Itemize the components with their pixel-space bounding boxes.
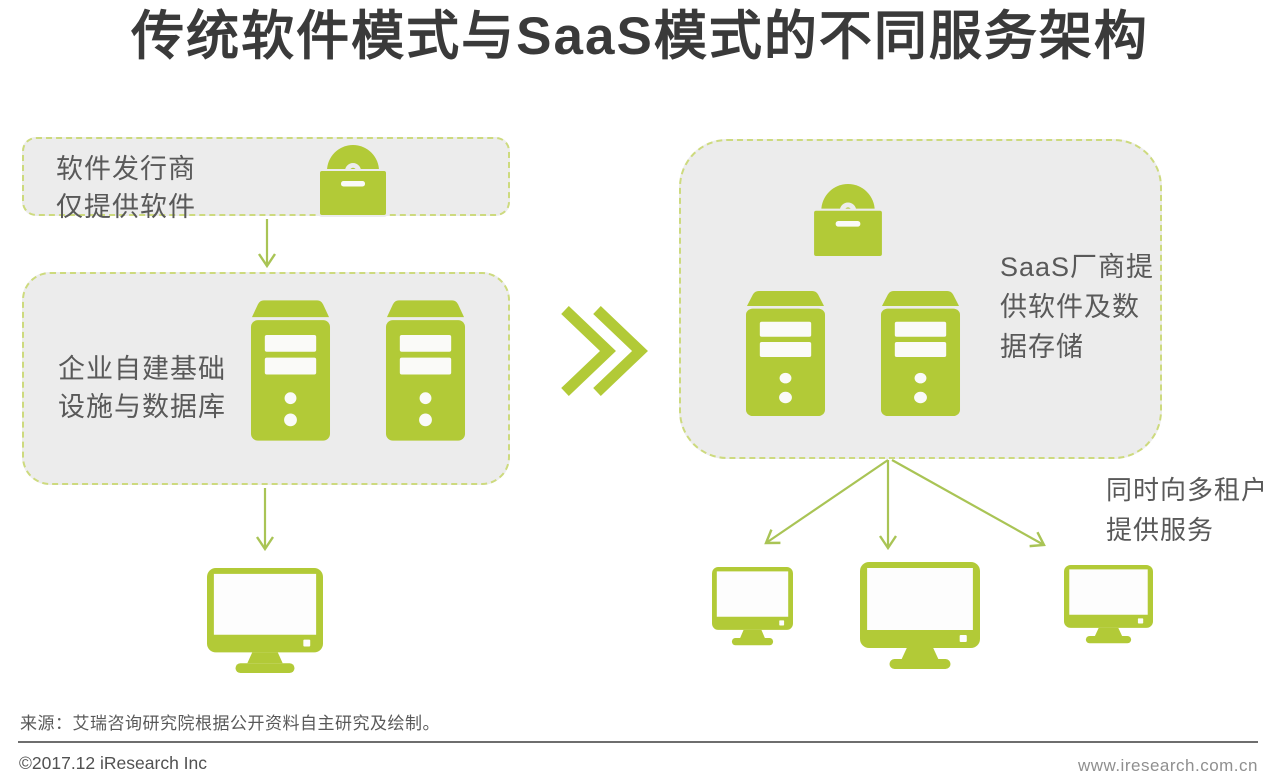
multi-tenant-note: 同时向多租户 提供服务 — [1106, 475, 1269, 545]
saas-box-label: SaaS厂商提 供软件及数 据存储 — [1000, 252, 1155, 362]
tenant-monitor-icon — [712, 567, 793, 646]
tenant-monitor-icon — [860, 562, 980, 670]
saas-provider-box: SaaS厂商提 供软件及数 据存储 — [679, 139, 1162, 459]
chevron-transition-icon — [561, 306, 648, 396]
client-monitor-icon — [207, 568, 323, 674]
arrow-saas-to-tenant-left — [764, 459, 889, 545]
tenant-monitor-icon — [1064, 565, 1153, 644]
enterprise-box-label: 企业自建基础 设施与数据库 — [58, 354, 226, 422]
page-title: 传统软件模式与SaaS模式的不同服务架构 — [131, 7, 1149, 66]
traditional-publisher-box: 软件发行商 仅提供软件 — [22, 137, 510, 222]
software-disc-icon — [318, 145, 388, 217]
server-icon — [880, 291, 961, 416]
traditional-enterprise-box: 企业自建基础 设施与数据库 — [22, 272, 510, 485]
publisher-box-label: 软件发行商 仅提供软件 — [56, 154, 196, 222]
server-icon — [745, 291, 826, 416]
server-icon — [385, 300, 466, 441]
source-note: 来源：艾瑞咨询研究院根据公开资料自主研究及绘制。 — [20, 714, 440, 733]
website-url: www.iresearch.com.cn — [1077, 756, 1258, 775]
footer-divider — [18, 741, 1258, 743]
arrow-saas-to-tenant-right — [891, 459, 1046, 548]
server-icon — [250, 300, 331, 441]
software-disc-icon — [812, 184, 884, 258]
copyright-text: ©2017.12 iResearch Inc — [19, 753, 208, 773]
